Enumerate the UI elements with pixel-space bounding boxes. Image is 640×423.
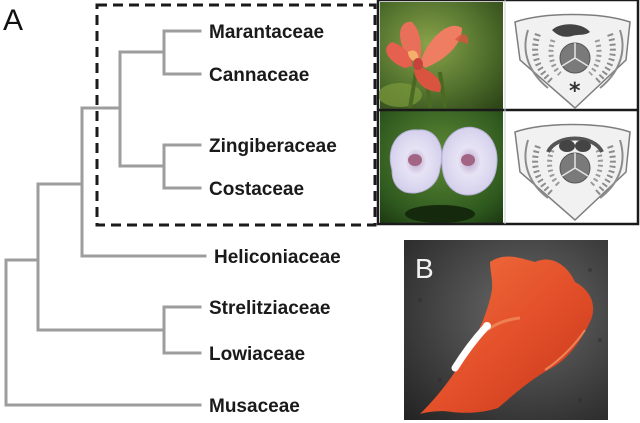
highlighted-clade-box <box>95 3 377 227</box>
taxon-label-lowiaceae: Lowiaceae <box>209 344 305 365</box>
floral-diagram-bottom <box>514 123 631 222</box>
staminode-petal-photo <box>404 240 608 420</box>
taxon-label-heliconiaceae: Heliconiaceae <box>214 247 341 268</box>
branch-heliconiaceae <box>36 106 207 258</box>
branch-strelitziaceae-lowiaceae <box>36 305 202 355</box>
taxon-label-marantaceae: Marantaceae <box>209 22 324 43</box>
branch-marantaceae-cannaceae <box>118 29 202 76</box>
branch-musaceae <box>4 258 202 407</box>
floral-diagram-frame <box>376 0 640 226</box>
branch-zingiberaceae-costaceae <box>118 143 202 190</box>
taxon-label-zingiberaceae: Zingiberaceae <box>209 136 337 157</box>
canna-flower-photo <box>378 2 503 109</box>
costus-flower-photo <box>380 111 503 223</box>
taxon-labels: Marantaceae Cannaceae Zingiberaceae Cost… <box>209 22 341 417</box>
taxon-label-costaceae: Costaceae <box>209 179 304 200</box>
taxon-label-musaceae: Musaceae <box>209 396 300 417</box>
taxon-label-strelitziaceae: Strelitziaceae <box>209 298 330 319</box>
branch-inner-join <box>4 182 40 332</box>
panel-a-label: A <box>3 4 23 37</box>
floral-diagram-top: * <box>514 13 631 110</box>
floral-diagram-marker: * <box>569 79 581 104</box>
taxon-label-cannaceae: Cannaceae <box>209 65 309 86</box>
tree-branches <box>4 29 207 407</box>
branch-zingiberales-core <box>80 50 122 168</box>
panel-b-label: B <box>415 253 434 284</box>
